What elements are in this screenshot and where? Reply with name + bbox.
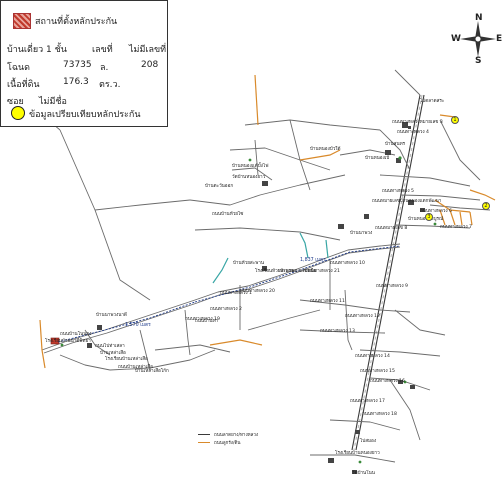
legend-title: สถานที่ตั้งหลักประกัน [35, 17, 118, 27]
laterite-swatch [198, 442, 210, 443]
map-label: บ้านหนองบัวใต้ [310, 147, 341, 152]
map-label: ถนนทางหลวง 20 [240, 289, 275, 294]
map-label: ถนนทางหลวง 9 [376, 284, 408, 289]
map-label: ถนนหมายเลข 8 [375, 226, 408, 231]
map-label: บ้านห้วยสะพาน [233, 261, 264, 266]
tree-icons [60, 156, 437, 464]
house-no-label: เลขที่ [92, 45, 113, 55]
map-label: บ้านหนองแต้บั้งไฟ [232, 164, 269, 169]
volume-label: ล. [100, 63, 109, 73]
map-label: ถนนบ้านโนนกุง [60, 332, 92, 337]
comparable-swatch [11, 106, 25, 120]
map-label: บ้านตะวันออก [205, 184, 234, 189]
distance-label-1: 1,837 เมตร [300, 258, 326, 263]
map-label: ถนนทางหลวง 14 [355, 354, 390, 359]
road-legend-laterite: ถนนลูกรัง/ดิน [198, 439, 241, 446]
map-label: บ้านเหล่าเสือโก้ก [135, 369, 169, 374]
map-label: ถนนหมายเลขบ้านหนองแตกพัฒนา [372, 199, 442, 204]
compass-rose-icon: N S E W [451, 13, 503, 66]
map-label: โรงเรียนบ้านหนองยาว [335, 451, 380, 456]
map-label: บ้านหนองแต้เหนือ [280, 269, 317, 274]
map-label: วัดบ้านหนองยาว [232, 175, 266, 180]
road-legend-laterite-label: ถนนลูกรัง/ดิน [214, 441, 241, 446]
compass-w: W [451, 34, 461, 44]
map-label: บ้านเหล่าเสือ [100, 351, 126, 356]
legend-box: สถานที่ตั้งหลักประกัน บ้านเดี่ยว 1 ชั้น … [0, 0, 168, 127]
map-label: ถนนทางหลวง 21 [305, 269, 340, 274]
map-label: บ้านนาพวง [350, 231, 373, 236]
laterite-roads [39, 74, 496, 369]
comparable-point-2: 2 [482, 202, 490, 210]
map-label: ถนนทางหลวง 13 [320, 329, 355, 334]
land-area-unit: ตร.ว. [99, 80, 121, 90]
map-label: บ้านนาพวงนาดี [96, 313, 127, 318]
map-label: ถนนทางหลวง 10 [330, 261, 365, 266]
deed-value: 73735 [63, 60, 92, 70]
map-label: โรงเรียนห้วยสะพาน [255, 269, 295, 274]
map-label: ถนนทางหลวง 18 [362, 412, 397, 417]
soi-label: ซอย [7, 97, 24, 107]
map-label: ถนนทางหลวง 5 [382, 189, 414, 194]
compass-s: S [475, 56, 482, 66]
comparable-point-1: 1 [451, 116, 459, 124]
water-features [212, 232, 329, 284]
volume-value: 208 [141, 60, 159, 70]
paved-swatch [198, 434, 210, 435]
land-area-label: เนื้อที่ดิน [7, 80, 40, 90]
house-no-value: ไม่มีเลขที่ [129, 45, 167, 55]
distance-label-2: 1,570 เมตร [125, 323, 151, 328]
map-label: ถนนทางหลวง 16 [370, 379, 405, 384]
map-label: ถนนไปท่าเสลา [95, 344, 125, 349]
road-legend-paved: ถนนลาดยาง/ทางหลวง [198, 431, 258, 438]
map-label: ถนนทางหลวง 1 [220, 291, 252, 296]
building-icons [87, 122, 425, 474]
map-label: ไปสมอง [360, 439, 377, 444]
map-label: วัดบ้านโนน [352, 471, 375, 476]
map-label: บ้านหนองเบ้ [365, 156, 390, 161]
comparable-point-3: 3 [425, 213, 433, 221]
map-label: ถนนบ้านท่า [195, 319, 219, 324]
map-label: ถนนทางหลวง 7 [440, 225, 472, 230]
house-type: บ้านเดี่ยว 1 ชั้น [7, 45, 67, 55]
distance-line [57, 245, 401, 343]
road-legend-paved-label: ถนนลาดยาง/ทางหลวง [214, 433, 259, 438]
map-label: ถนนทางหลวง 6 [420, 209, 452, 214]
comparable-label: ข้อมูลเปรียบเทียบหลักประกัน [29, 110, 141, 120]
subject-swatch [13, 13, 31, 29]
map-label: ถนนทางหลวงหมายเลข 3 [392, 120, 443, 125]
land-area-value: 176.3 [63, 77, 89, 87]
map-label: ถนนทางหลวง 11 [310, 299, 345, 304]
compass-n: N [475, 13, 483, 23]
map-label: ถนนทางหลวง 19 [185, 317, 220, 322]
map-label: บ้านสุนทร [385, 142, 406, 147]
map-label: ถนนทางหลวง 12 [345, 314, 380, 319]
map-label: ถนนทางหลวง 15 [360, 369, 395, 374]
map-label: ถนนบ้านเหล่าเสือ [118, 365, 153, 370]
road-legend: ถนนลาดยาง/ทางหลวง ถนนลูกรัง/ดิน [198, 431, 288, 449]
compass-e: E [496, 34, 503, 44]
map-label: โรงเรียนบ้านเหล่าเสือ [105, 357, 148, 362]
map-label: ถนนทางหลวง 4 [397, 130, 429, 135]
map-label: ไปตลาดสระ [420, 99, 445, 104]
main-highway [351, 94, 425, 451]
map-label: ถนนบ้านห้วยไซ [212, 212, 244, 217]
deed-label: โฉนด [7, 63, 30, 73]
map-label: ถนนทางหลวง 17 [350, 399, 385, 404]
subject-property [50, 337, 60, 345]
soi-value: ไม่มีชื่อ [39, 97, 67, 107]
map-label: โรงเรียนบ้านนาดีพิทยา [45, 339, 91, 344]
map-label: ถนนทางหลวง 2 [210, 307, 242, 312]
